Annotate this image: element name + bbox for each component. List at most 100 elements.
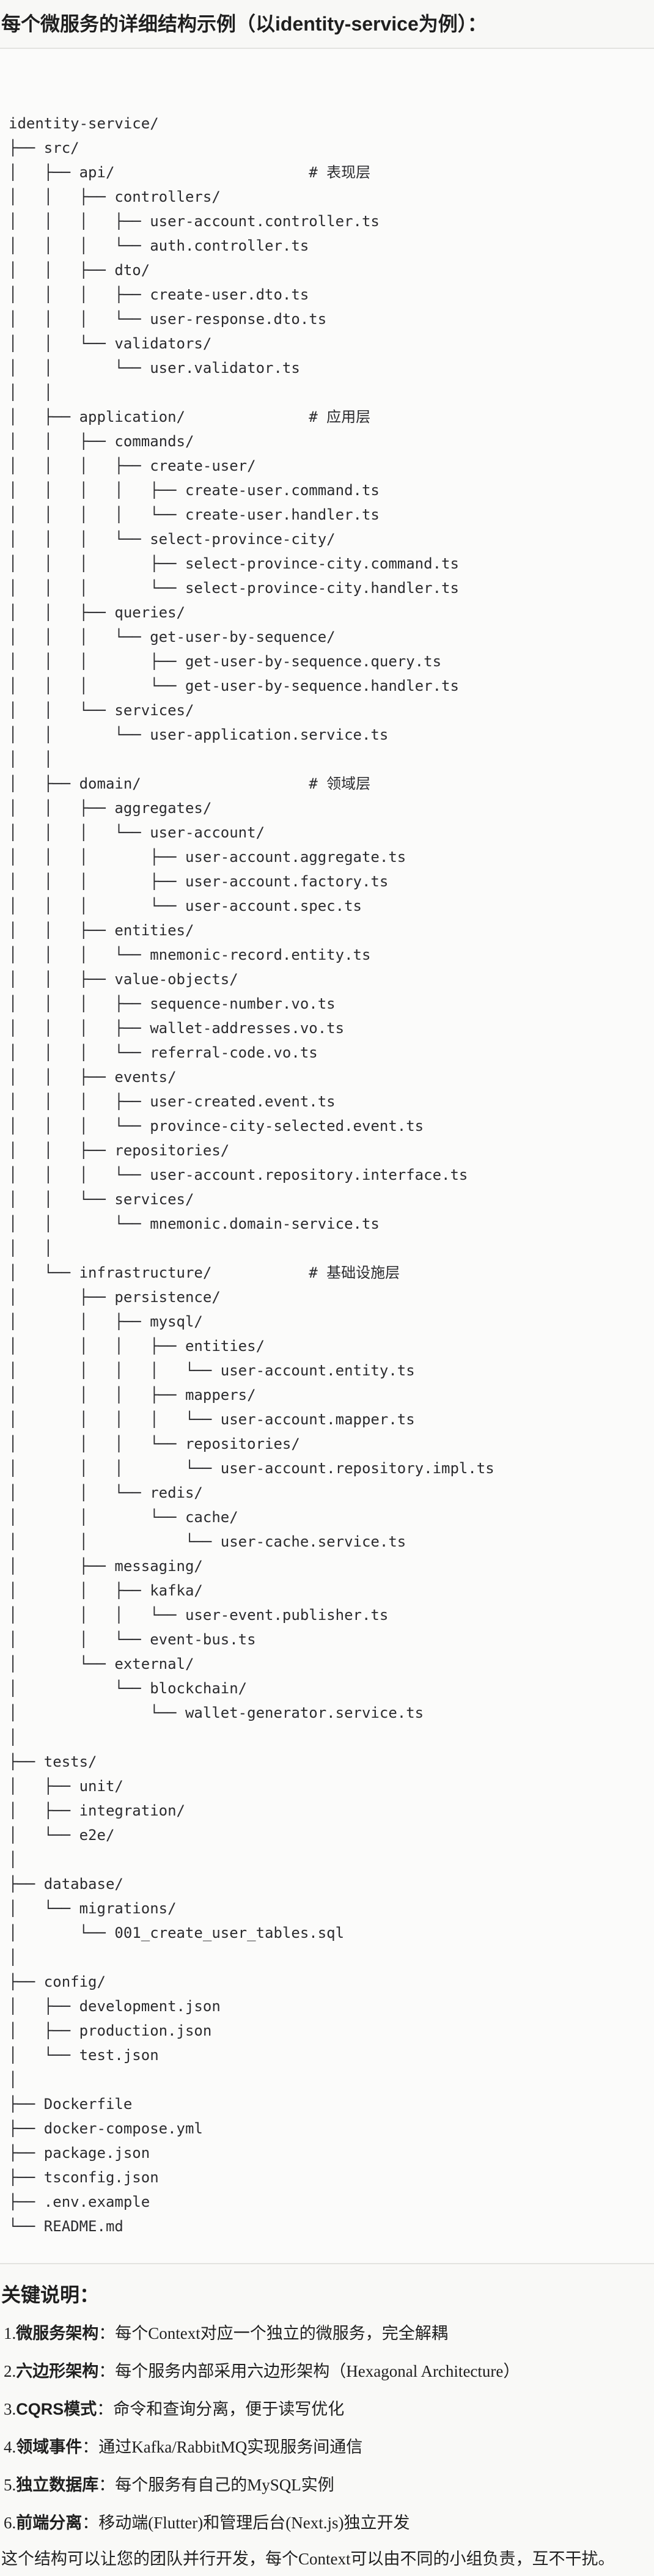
tree-line: ├── docker-compose.yml <box>9 2120 203 2137</box>
tree-line: │ │ ├── aggregates/ <box>9 800 212 817</box>
tree-line: │ │ └── user-cache.service.ts <box>9 1533 406 1550</box>
tree-line: │ │ │ └── get-user-by-sequence/ <box>9 628 336 646</box>
tree-line: │ │ │ └── user-account/ <box>9 824 265 841</box>
note-text: 通过Kafka/RabbitMQ实现服务间通信 <box>98 2438 363 2456</box>
tree-line: │ │ │ └── mnemonic-record.entity.ts <box>9 946 371 963</box>
tree-line: │ │ │ ├── create-user.dto.ts <box>9 286 309 303</box>
tree-line: ├── database/ <box>9 1875 123 1893</box>
tree-line: │ │ │ └── user-event.publisher.ts <box>9 1606 389 1624</box>
tree-line: │ │ └── user-application.service.ts <box>9 726 389 743</box>
tree-line: │ │ │ ├── wallet-addresses.vo.ts <box>9 1020 345 1037</box>
tree-line: │ │ │ ├── create-user/ <box>9 457 256 474</box>
tree-line: └── README.md <box>9 2218 123 2235</box>
tree-line: │ │ │ └── user-account.repository.interf… <box>9 1166 468 1183</box>
tree-line: │ │ ├── entities/ <box>9 922 194 939</box>
tree-line: │ <box>9 2071 18 2088</box>
tree-line: │ │ └── cache/ <box>9 1509 238 1526</box>
tree-line: │ ├── api/ # 表现层 <box>9 164 371 181</box>
tree-line: │ │ └── validators/ <box>9 335 212 352</box>
note-item: 3.CQRS模式：命令和查询分离，便于读写优化 <box>0 2390 654 2428</box>
tree-line: │ <box>9 1729 18 1746</box>
note-text: 每个Context对应一个独立的微服务，完全解耦 <box>115 2324 448 2342</box>
tree-line: │ ├── persistence/ <box>9 1289 221 1306</box>
tree-line: │ └── 001_create_user_tables.sql <box>9 1924 345 1941</box>
tree-line: │ └── wallet-generator.service.ts <box>9 1704 424 1721</box>
tree-line: │ │ ├── queries/ <box>9 604 185 621</box>
notes-heading: 关键说明： <box>1 2284 100 2306</box>
tree-line: │ │ └── services/ <box>9 702 194 719</box>
tree-line: ├── config/ <box>9 1973 106 1990</box>
tree-line: │ │ ├── mysql/ <box>9 1313 203 1330</box>
note-text: 每个服务有自己的MySQL实例 <box>115 2476 334 2494</box>
note-number: 4. <box>4 2438 17 2456</box>
note-text: 每个服务内部采用六边形架构（Hexagonal Architecture） <box>115 2362 520 2380</box>
tree-line: │ │ │ ├── user-account.aggregate.ts <box>9 848 406 866</box>
tree-line: │ │ ├── controllers/ <box>9 188 221 205</box>
tree-line: │ └── external/ <box>9 1655 194 1673</box>
note-number: 1. <box>4 2324 17 2342</box>
tree-line: ├── tsconfig.json <box>9 2169 159 2186</box>
tree-line: │ ├── application/ # 应用层 <box>9 408 371 425</box>
tree-line: │ │ │ └── user-account.repository.impl.t… <box>9 1460 494 1477</box>
note-separator: ： <box>98 2476 116 2494</box>
tree-line: identity-service/ <box>9 115 159 132</box>
tree-line: │ │ ├── dto/ <box>9 262 150 279</box>
tree-line: │ │ └── event-bus.ts <box>9 1631 256 1648</box>
tree-line: │ │ │ └── user-response.dto.ts <box>9 311 327 328</box>
note-label: 独立数据库 <box>16 2476 99 2494</box>
tree-line: │ │ │ └── province-city-selected.event.t… <box>9 1117 424 1135</box>
directory-tree-code-block: identity-service/ ├── src/ │ ├── api/ # 表现… <box>0 49 654 2264</box>
tree-line: │ │ ├── value-objects/ <box>9 971 238 988</box>
tree-line: │ │ │ └── get-user-by-sequence.handler.t… <box>9 677 459 694</box>
note-label: 领域事件 <box>16 2438 83 2456</box>
tree-line: │ │ │ │ └── create-user.handler.ts <box>9 506 380 523</box>
tree-line: │ │ │ └── referral-code.vo.ts <box>9 1044 318 1061</box>
tree-line: │ │ <box>9 1240 53 1257</box>
tree-line: │ │ │ ├── user-account.factory.ts <box>9 873 389 890</box>
tree-line: │ │ │ ├── mappers/ <box>9 1386 256 1404</box>
tree-line: │ │ │ │ └── user-account.mapper.ts <box>9 1411 415 1428</box>
tree-line: │ │ │ └── user-account.spec.ts <box>9 897 362 914</box>
tree-line: │ ├── development.json <box>9 1998 221 2015</box>
note-separator: ： <box>97 2400 114 2418</box>
tree-line: │ ├── integration/ <box>9 1802 185 1819</box>
tree-line: │ │ │ ├── user-created.event.ts <box>9 1093 336 1110</box>
tree-line: │ └── infrastructure/ # 基础设施层 <box>9 1264 400 1281</box>
tree-line: │ └── migrations/ <box>9 1900 177 1917</box>
tree-line: │ │ │ ├── get-user-by-sequence.query.ts <box>9 653 442 670</box>
note-separator: ： <box>82 2438 99 2456</box>
tree-line: │ └── test.json <box>9 2047 159 2064</box>
tree-line: ├── src/ <box>9 139 79 156</box>
tree-line: │ │ └── services/ <box>9 1191 194 1208</box>
note-separator: ： <box>98 2362 116 2380</box>
tree-line: │ ├── unit/ <box>9 1778 123 1795</box>
tree-line: │ │ └── user.validator.ts <box>9 359 300 377</box>
tree-line: │ │ │ └── select-province-city/ <box>9 531 336 548</box>
section-header: 每个微服务的详细结构示例（以identity-service为例）： <box>0 0 654 49</box>
note-item: 2.六边形架构：每个服务内部采用六边形架构（Hexagonal Architec… <box>0 2352 654 2390</box>
tree-line: │ │ │ └── select-province-city.handler.t… <box>9 580 459 597</box>
tree-line: │ │ │ └── auth.controller.ts <box>9 237 309 254</box>
section-title: 每个微服务的详细结构示例（以identity-service为例）： <box>1 13 487 35</box>
note-number: 5. <box>4 2476 17 2494</box>
tree-line: ├── package.json <box>9 2144 150 2162</box>
tree-line: │ ├── production.json <box>9 2022 212 2039</box>
tree-line: │ │ │ ├── sequence-number.vo.ts <box>9 995 336 1012</box>
note-label: CQRS模式 <box>16 2400 97 2418</box>
tree-line: │ │ ├── kafka/ <box>9 1582 203 1599</box>
note-text: 命令和查询分离，便于读写优化 <box>113 2400 345 2418</box>
note-number: 2. <box>4 2362 17 2380</box>
tree-line: │ └── blockchain/ <box>9 1680 248 1697</box>
tree-line: │ │ └── mnemonic.domain-service.ts <box>9 1215 380 1232</box>
tree-line: │ <box>9 1851 18 1868</box>
tree-line: │ │ ├── commands/ <box>9 433 194 450</box>
tree-line: │ │ │ │ └── user-account.entity.ts <box>9 1362 415 1379</box>
tree-line: │ │ ├── repositories/ <box>9 1142 230 1159</box>
tree-line: │ │ │ └── repositories/ <box>9 1435 300 1452</box>
note-label: 六边形架构 <box>16 2362 99 2380</box>
note-item: 5.独立数据库：每个服务有自己的MySQL实例 <box>0 2466 654 2504</box>
tree-line: │ ├── domain/ # 领域层 <box>9 775 371 792</box>
note-item: 6.前端分离：移动端(Flutter)和管理后台(Next.js)独立开发 <box>0 2504 654 2542</box>
tree-line: │ │ <box>9 384 53 401</box>
note-separator: ： <box>98 2324 116 2342</box>
